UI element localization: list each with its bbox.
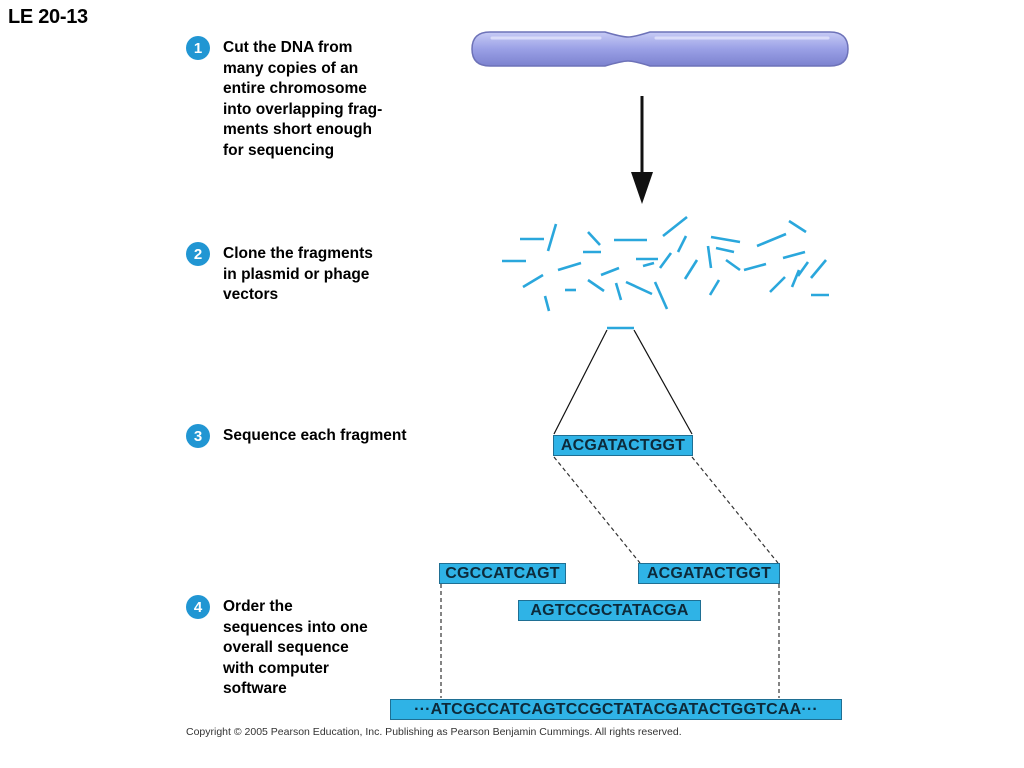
fragment xyxy=(796,261,810,277)
fragment xyxy=(788,219,807,234)
sequence-single-fragment: ACGATACTGGT xyxy=(553,435,693,456)
step-3-text: Sequence each fragment xyxy=(223,427,407,444)
fragment xyxy=(706,245,713,269)
fragment xyxy=(557,261,582,272)
step-4-text: Order the sequences into one overall seq… xyxy=(223,598,368,698)
fragment xyxy=(769,276,786,293)
zoom-line-left xyxy=(553,329,608,435)
dashed-connector-right xyxy=(691,456,779,564)
fragment xyxy=(625,280,653,296)
fragment xyxy=(600,266,620,277)
fragment xyxy=(725,258,741,272)
copyright-notice: Copyright © 2005 Pearson Education, Inc.… xyxy=(186,726,682,738)
fragment xyxy=(715,246,735,254)
fragment xyxy=(683,259,699,280)
step-4: 4 Order the sequences into one overall s… xyxy=(186,595,368,700)
fragment xyxy=(653,281,669,310)
fragment xyxy=(587,278,605,293)
step-2-text: Clone the fragments in plasmid or phage … xyxy=(223,245,373,304)
step-2: 2 Clone the fragments in plasmid or phag… xyxy=(186,242,373,306)
fragment xyxy=(676,235,688,253)
step-3-badge: 3 xyxy=(186,424,210,448)
sequence-overall: ···ATCGCCATCAGTCCGCTATACGATACTGGTCAA··· xyxy=(390,699,842,720)
step-3: 3 Sequence each fragment xyxy=(186,424,407,448)
sequence-fragment-middle: AGTCCGCTATACGA xyxy=(518,600,701,621)
fragment xyxy=(743,262,767,272)
dashed-connector-left xyxy=(553,456,641,564)
fragment xyxy=(662,215,688,238)
fragment xyxy=(810,259,827,279)
sequence-fragment-left: CGCCATCAGT xyxy=(439,563,566,584)
fragment xyxy=(543,295,551,312)
step-4-badge: 4 xyxy=(186,595,210,619)
step-1-text: Cut the DNA from many copies of an entir… xyxy=(223,39,383,159)
fragment xyxy=(708,279,721,296)
fragment xyxy=(658,252,673,269)
fragment xyxy=(756,232,787,248)
fragment xyxy=(546,223,558,252)
fragment xyxy=(782,250,806,260)
fragment xyxy=(587,231,601,246)
figure-label: LE 20-13 xyxy=(8,6,88,28)
zoom-line-right xyxy=(633,329,693,435)
fragment xyxy=(710,235,741,244)
fragment xyxy=(522,273,544,289)
process-arrow-head xyxy=(631,172,653,204)
chromosome xyxy=(471,31,849,67)
fragment xyxy=(790,269,801,288)
step-1-badge: 1 xyxy=(186,36,210,60)
step-1: 1 Cut the DNA from many copies of an ent… xyxy=(186,36,383,162)
step-2-badge: 2 xyxy=(186,242,210,266)
sequence-fragment-right: ACGATACTGGT xyxy=(638,563,780,584)
fragment xyxy=(642,261,655,268)
fragment xyxy=(614,282,623,301)
dna-fragments xyxy=(502,215,829,312)
